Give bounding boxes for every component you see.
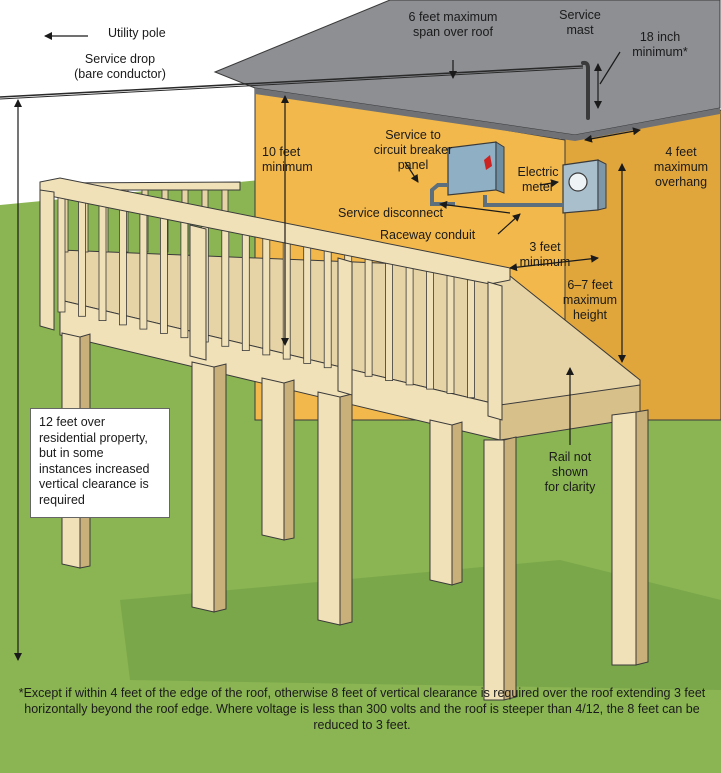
rail-posts <box>39 189 503 421</box>
service-to-panel-label: Service to circuit breaker panel <box>373 128 453 172</box>
utility-pole-label: Utility pole <box>108 26 166 40</box>
railing-baluster <box>159 214 168 334</box>
railing-baluster <box>405 266 414 386</box>
railing-baluster <box>467 279 475 399</box>
service-drop-label: Service drop (bare conductor) <box>74 52 166 81</box>
span-over-roof-label: 6 feet maximum span over roof <box>408 10 498 39</box>
railing-baluster <box>98 202 107 322</box>
railing-baluster <box>426 270 435 390</box>
railing-baluster <box>241 232 250 352</box>
railing-baluster <box>364 257 373 377</box>
service-drop-wire <box>0 65 584 98</box>
railing-baluster <box>282 240 291 360</box>
service-disconnect-label: Service disconnect <box>338 206 443 220</box>
service-mast-label: Service mast <box>559 8 601 37</box>
railing-baluster <box>119 206 127 326</box>
ten-feet-label: 10 feet minimum <box>262 145 313 174</box>
railing-baluster <box>139 210 148 330</box>
railing-baluster <box>303 244 312 364</box>
raceway-conduit <box>483 195 563 207</box>
six-seven-feet-label: 6–7 feet maximum height <box>562 278 618 322</box>
railing-baluster <box>221 227 230 347</box>
rail-not-shown-label: Rail not shown for clarity <box>544 450 596 494</box>
railing-baluster <box>57 193 66 313</box>
electric-meter-label: Electric meter <box>517 165 559 194</box>
four-feet-overhang-label: 4 feet maximum overhang <box>653 145 709 189</box>
railing-baluster <box>446 274 455 394</box>
raceway-conduit-label: Raceway conduit <box>380 228 476 242</box>
railing-baluster <box>180 219 189 339</box>
twelve-feet-clearance-callout: 12 feet over residential property, but i… <box>30 408 170 518</box>
grass-shadow <box>120 560 721 690</box>
railing-baluster <box>262 236 271 356</box>
railing-baluster <box>323 249 332 369</box>
three-feet-label: 3 feet minimum <box>519 240 571 269</box>
dimension-lines <box>14 32 641 661</box>
eighteen-inch-label: 18 inch minimum* <box>632 30 688 59</box>
railing-baluster <box>385 262 394 382</box>
electric-meter <box>562 159 607 214</box>
footnote: *Except if within 4 feet of the edge of … <box>18 686 706 732</box>
railing-baluster <box>78 197 86 317</box>
circuit-breaker-panel <box>447 141 505 196</box>
service-mast <box>581 60 590 120</box>
